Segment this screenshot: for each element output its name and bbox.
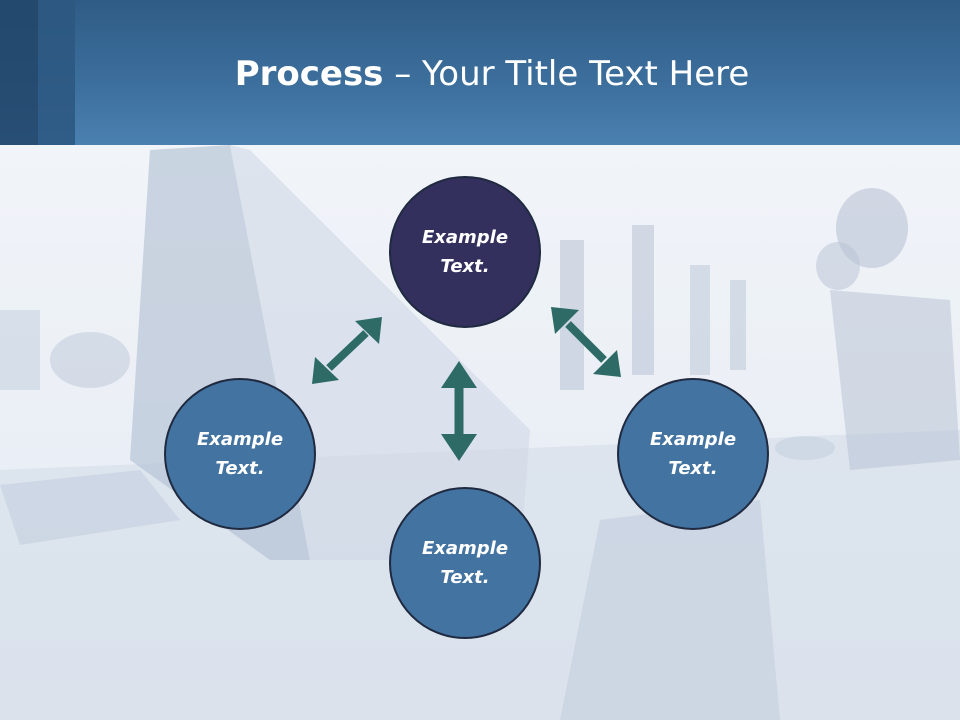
node-label: Example Text. bbox=[421, 538, 509, 588]
title-rest: – Your Title Text Here bbox=[383, 54, 750, 94]
title-bar: Process – Your Title Text Here bbox=[0, 0, 960, 145]
node-label: Example Text. bbox=[649, 429, 737, 479]
process-node-bottom: Example Text. bbox=[389, 487, 541, 639]
process-node-top: Example Text. bbox=[389, 176, 541, 328]
process-node-left: Example Text. bbox=[164, 378, 316, 530]
node-label: Example Text. bbox=[196, 429, 284, 479]
title-bold: Process bbox=[234, 54, 384, 94]
process-node-right: Example Text. bbox=[617, 378, 769, 530]
header-accent-stripe bbox=[0, 0, 38, 145]
node-label: Example Text. bbox=[421, 227, 509, 277]
slide-title: Process – Your Title Text Here bbox=[0, 52, 960, 96]
header-accent-stripe bbox=[38, 0, 75, 145]
